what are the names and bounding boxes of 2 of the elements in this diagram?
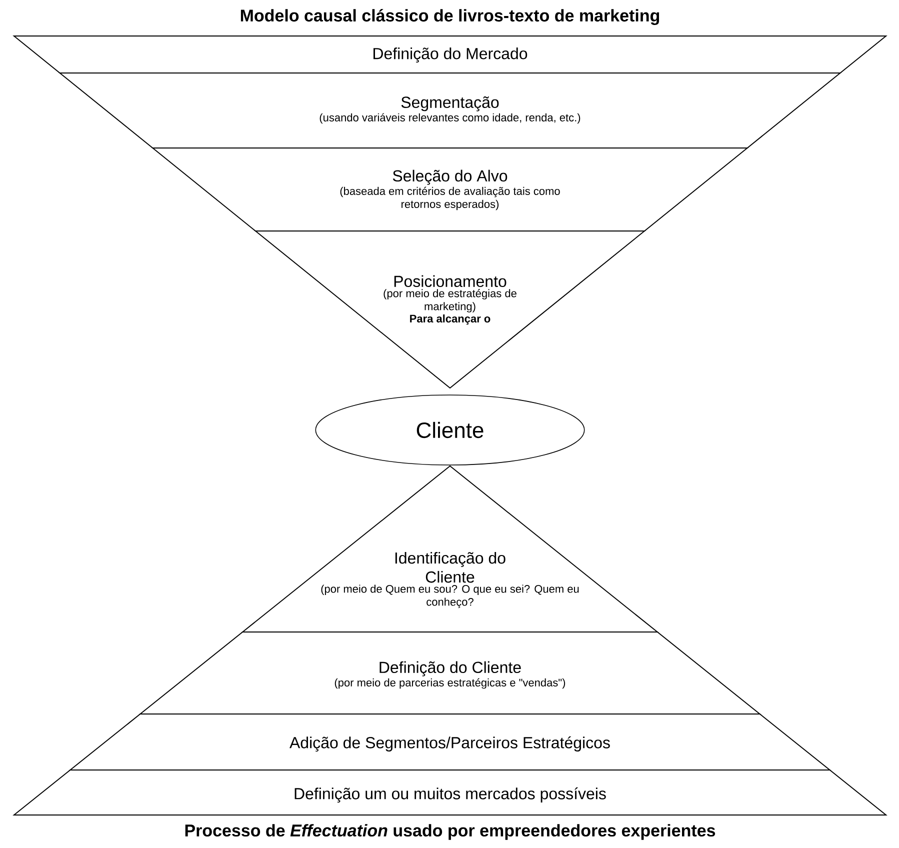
title: Modelo causal clássico de livros-texto de marketing [240, 8, 660, 26]
caption: Processo de Effectuation usado por empreendedores experientes [185, 824, 716, 840]
